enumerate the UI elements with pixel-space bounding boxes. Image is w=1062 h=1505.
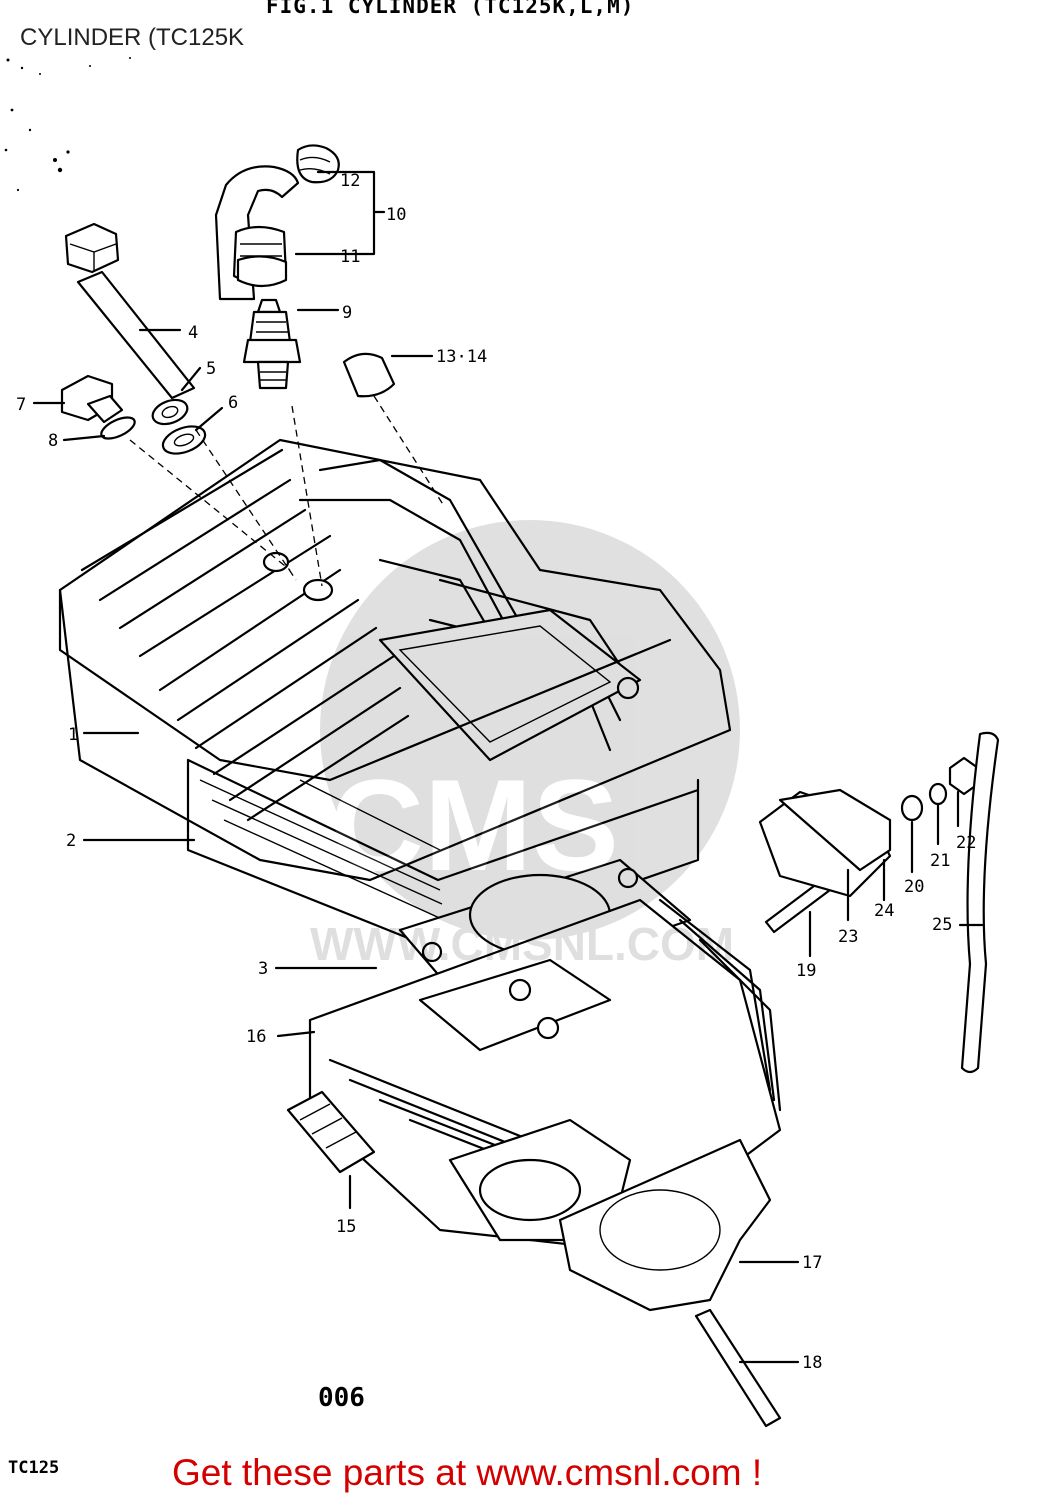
model-code: TC125 xyxy=(8,1458,60,1478)
cylinder-block xyxy=(308,898,782,1252)
intake-assembly xyxy=(758,731,1000,1074)
callout-10: 10 xyxy=(386,205,406,225)
drain-plug xyxy=(60,374,207,455)
callout-11: 11 xyxy=(340,247,360,267)
svg-text:CMS: CMS xyxy=(330,752,619,898)
callout-5: 5 xyxy=(206,359,216,379)
figure-title: FIG.1 CYLINDER (TC125K,L,M) xyxy=(266,0,635,18)
callout-9: 9 xyxy=(342,303,352,323)
svg-text:WWW.CMSNL.COM: WWW.CMSNL.COM xyxy=(310,918,734,970)
page-caption: CYLINDER (TC125K xyxy=(20,24,245,51)
callout-24: 24 xyxy=(874,901,894,921)
callout-22: 22 xyxy=(956,833,976,853)
leader-lines xyxy=(32,170,984,1364)
page-number: 006 xyxy=(318,1383,365,1413)
callout-21: 21 xyxy=(930,851,950,871)
callout-4: 4 xyxy=(188,323,198,343)
stud-bolt xyxy=(694,1308,782,1428)
callout-7: 7 xyxy=(16,395,26,415)
callout-2: 2 xyxy=(66,831,76,851)
callout-25: 25 xyxy=(932,915,952,935)
callout-8: 8 xyxy=(48,431,58,451)
callout-1: 1 xyxy=(68,725,78,745)
callout-17: 17 xyxy=(802,1253,822,1273)
footer-parts-link[interactable]: Get these parts at www.cmsnl.com ! xyxy=(172,1452,763,1493)
spark-plug-cap xyxy=(214,144,340,301)
callout-12: 12 xyxy=(340,171,360,191)
rubber-pad xyxy=(286,1090,376,1174)
callout-18: 18 xyxy=(802,1353,822,1373)
spark-plug xyxy=(242,298,302,390)
watermark: CMS WWW.CMSNL.COM xyxy=(310,520,740,970)
callout-6: 6 xyxy=(228,393,238,413)
base-gasket-bore xyxy=(599,1189,721,1271)
callout-15: 15 xyxy=(336,1217,356,1237)
callout-3: 3 xyxy=(258,959,268,979)
head-bolt xyxy=(64,222,196,400)
callout-19: 19 xyxy=(796,961,816,981)
callout-20: 20 xyxy=(904,877,924,897)
callout-labels: 12 10 11 4 9 5 13·14 7 6 8 1 2 22 21 20 … xyxy=(16,171,976,1373)
cylinder-head xyxy=(58,438,732,882)
scan-speckle xyxy=(4,57,131,192)
rubber-cap xyxy=(342,352,396,398)
callout-13-14: 13·14 xyxy=(436,347,487,367)
callout-23: 23 xyxy=(838,927,858,947)
rubber-pad-ribs xyxy=(299,1103,357,1149)
callout-16: 16 xyxy=(246,1027,266,1047)
base-gasket xyxy=(558,1138,772,1312)
